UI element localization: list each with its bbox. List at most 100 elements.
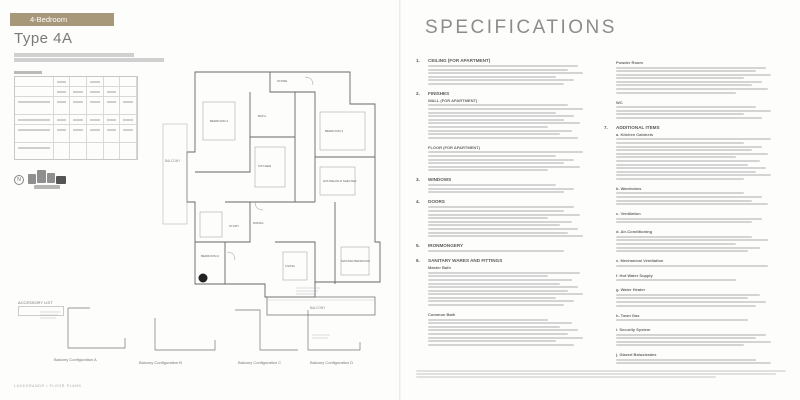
spec-text-line [428,136,578,139]
spec-section-heading: 7.ADDITIONAL ITEMS [604,125,790,130]
spec-section: g. Water Heater [604,287,790,307]
spec-section-heading: 1. CEILING (FOR APARTMENT) [416,58,586,63]
spec-text-line [616,160,760,162]
spec-text-line [616,113,744,116]
accessory-list-header: ACCESSORY LIST [18,300,53,305]
spec-text-line [616,167,766,170]
spec-section-title: WINDOWS [428,177,452,183]
spec-section-heading: 5. IRONMONGERY [416,243,586,248]
spec-subheading: Powder Room [616,60,643,65]
spec-text-line [616,319,748,321]
north-arrow-icon: N [14,175,24,185]
spec-text-line [616,116,762,119]
spec-text-line [616,304,756,307]
spec-text-line [428,206,574,209]
spec-subheading: j. Glazed Balustrades [616,352,657,358]
spec-text-line [428,220,572,223]
accessory-list-box [18,306,64,316]
spec-section-heading: 4.DOORS [416,199,586,204]
spec-subheading: WALL (FOR APARTMENT) [428,97,478,103]
spec-text-line [428,122,580,125]
spec-text-line [616,149,752,152]
spec-text-line [616,77,744,80]
spec-section: e. Mechanical Ventilation [604,258,790,267]
spec-subheading: h. Town Gas [616,312,640,318]
spec-section-heading: 2.FINISHES [416,91,586,96]
spec-section: j. Glazed Balustrades [604,352,790,365]
spec-text-line [616,106,756,109]
spec-text-line [428,169,548,172]
spec-text-line [616,246,760,249]
spec-section-number: 3. [416,177,420,183]
spec-text-line [428,213,580,216]
spec-section-heading: 6. SANITARY WARES AND FITTINGS [416,258,586,263]
dining-label: DINING [253,221,264,225]
spec-text-line [616,70,756,73]
spec-text-line [616,340,771,343]
spec-text-line [428,296,556,299]
spec-text-line [428,79,574,82]
page-spine [399,0,401,400]
unit-area-note [14,51,164,62]
spec-section-number: 6. [416,258,420,264]
spec-section-title: DOORS [428,199,445,205]
spec-text-line [428,250,564,253]
balcony-left-label: BALCONY [165,159,181,163]
spec-text-line [428,235,583,238]
spec-section: 1. CEILING (FOR APARTMENT) [416,58,586,85]
spec-section: i. Security System [604,327,790,347]
spec-text-line [428,343,574,346]
spec-text-line [428,104,568,107]
spec-text-line [428,165,580,168]
spec-text-line [616,217,762,220]
spec-text-line [428,154,556,157]
spec-text-line [428,72,583,75]
spec-text-line [428,151,583,154]
bath-label: BATH [258,114,266,118]
spec-text-line [616,145,762,148]
spec-text-line [616,66,766,69]
spec-text-line [616,203,768,206]
spec-subheading: a. Kitchen Cabinets [616,131,654,137]
spec-text-line [428,228,578,231]
spec-text-line [616,239,768,242]
spec-text-line [616,362,771,365]
balcony-bottom-label: BALCONY [310,306,326,310]
spec-text-line [616,80,762,83]
spec-text-line [428,210,564,213]
spec-text-line [428,318,548,321]
spec-section: Common Bath [416,312,586,346]
spec-subheading: f. Hot Water Supply [616,272,653,278]
spec-text-line [616,337,756,340]
spec-text-line [616,177,744,180]
spec-text-line [428,282,560,285]
spec-section-title: SANITARY WARES AND FITTINGS [428,258,503,264]
spec-section-title: CEILING (FOR APARTMENT) [428,58,491,63]
spec-subheading: Common Bath [428,312,456,318]
spec-text-line [616,174,771,177]
key-plan [26,168,72,192]
spec-section-title: FINISHES [428,90,450,96]
spec-text-line [616,73,771,76]
spec-text-line [616,199,752,202]
floor-plan-drawing: BALCONY BALCONY BEDROOM 4 BATH BEDROOM 3… [162,71,381,316]
spec-subheading: i. Security System [616,327,651,332]
study-label: STUDY [229,224,239,228]
spec-text-line [616,142,744,145]
balcony-configurations [40,287,361,351]
spec-text-line [616,196,762,199]
spec-text-line [616,84,752,87]
spec-section-number: 1. [416,58,420,63]
spec-section-number: 5. [416,243,420,249]
spec-text-line [616,358,756,361]
unit-level-table [14,76,138,160]
spec-text-line [616,300,766,303]
spec-text-line [428,115,574,118]
balcony-config-c-caption: Balcony Configuration C [238,360,282,365]
spec-text-line [616,138,771,141]
spec-section-title: IRONMONGERY [428,243,464,249]
spec-text-line [428,129,572,132]
spec-section: 4.DOORS [416,199,586,238]
household-shelter-label: HOUSEHOLD SHELTER [323,179,357,183]
balcony-config-a-caption: Balcony Configuration A [54,357,97,362]
